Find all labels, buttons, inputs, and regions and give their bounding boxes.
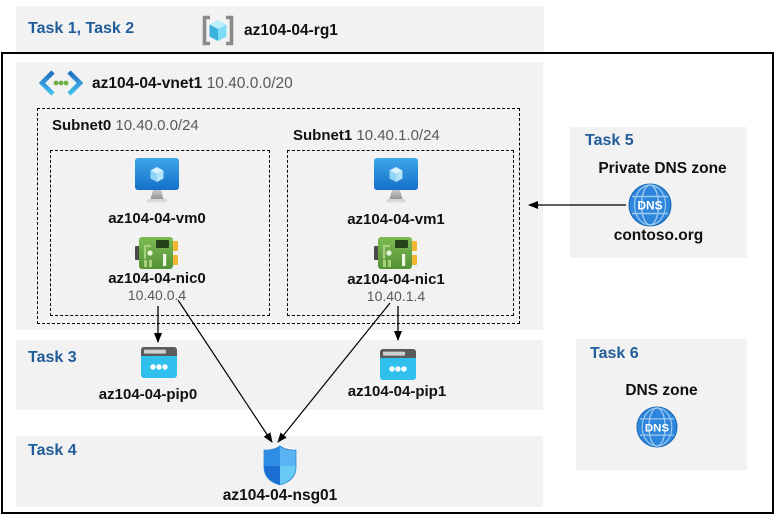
dns-zone-icon-text: DNS — [645, 422, 670, 434]
vnet-panel — [16, 62, 543, 330]
nic1-ip: 10.40.1.4 — [366, 288, 426, 304]
vm0-icon — [134, 158, 180, 203]
nic0-ip: 10.40.0.4 — [127, 287, 187, 303]
task12-label: Task 1, Task 2 — [28, 20, 135, 37]
nic0-icon — [135, 236, 179, 270]
subnet1-box — [287, 150, 514, 316]
nsg-icon — [262, 445, 298, 485]
private-dns-zone-icon: DNS — [628, 183, 672, 227]
task4-label: Task 4 — [28, 442, 77, 459]
pip1-label: az104-04-pip1 — [347, 383, 447, 400]
pip1-icon — [380, 349, 416, 380]
dns-zone-title: DNS zone — [625, 382, 698, 399]
subnet0-title: Subnet0 10.40.0.0/24 — [52, 117, 199, 134]
subnet1-name: Subnet1 — [293, 127, 353, 144]
task6-box — [576, 339, 747, 470]
vm0-label: az104-04-vm0 — [108, 210, 206, 227]
vnet-name: az104-04-vnet1 — [92, 75, 203, 92]
private-dns-icon-text: DNS — [637, 199, 662, 213]
task5-label: Task 5 — [585, 132, 634, 149]
resource-group-label: az104-04-rg1 — [244, 22, 338, 39]
vm1-icon — [373, 158, 419, 203]
subnet1-cidr: 10.40.1.0/24 — [356, 127, 440, 144]
private-dns-zone-name: contoso.org — [613, 227, 704, 244]
task3-label: Task 3 — [28, 349, 77, 366]
nic1-icon — [374, 236, 418, 270]
pip0-icon — [141, 347, 177, 378]
resource-group-icon — [200, 15, 236, 46]
private-dns-zone-title: Private DNS zone — [598, 160, 727, 177]
pip0-label: az104-04-pip0 — [98, 386, 198, 403]
subnet0-box — [50, 150, 270, 316]
dns-zone-icon: DNS — [636, 406, 678, 448]
nic1-label: az104-04-nic1 — [347, 271, 445, 288]
subnet0-name: Subnet0 — [52, 117, 112, 134]
vnet-title: az104-04-vnet1 10.40.0.0/20 — [92, 75, 293, 93]
task12-band — [16, 6, 544, 52]
nic0-label: az104-04-nic0 — [108, 270, 206, 287]
subnet1-title: Subnet1 10.40.1.0/24 — [293, 127, 440, 144]
vnet-cidr: 10.40.0.0/20 — [206, 75, 293, 92]
task6-label: Task 6 — [590, 345, 639, 362]
vnet-icon — [38, 69, 84, 97]
nsg-label: az104-04-nsg01 — [222, 487, 338, 504]
subnet0-cidr: 10.40.0.0/24 — [115, 117, 199, 134]
vm1-label: az104-04-vm1 — [347, 211, 445, 228]
